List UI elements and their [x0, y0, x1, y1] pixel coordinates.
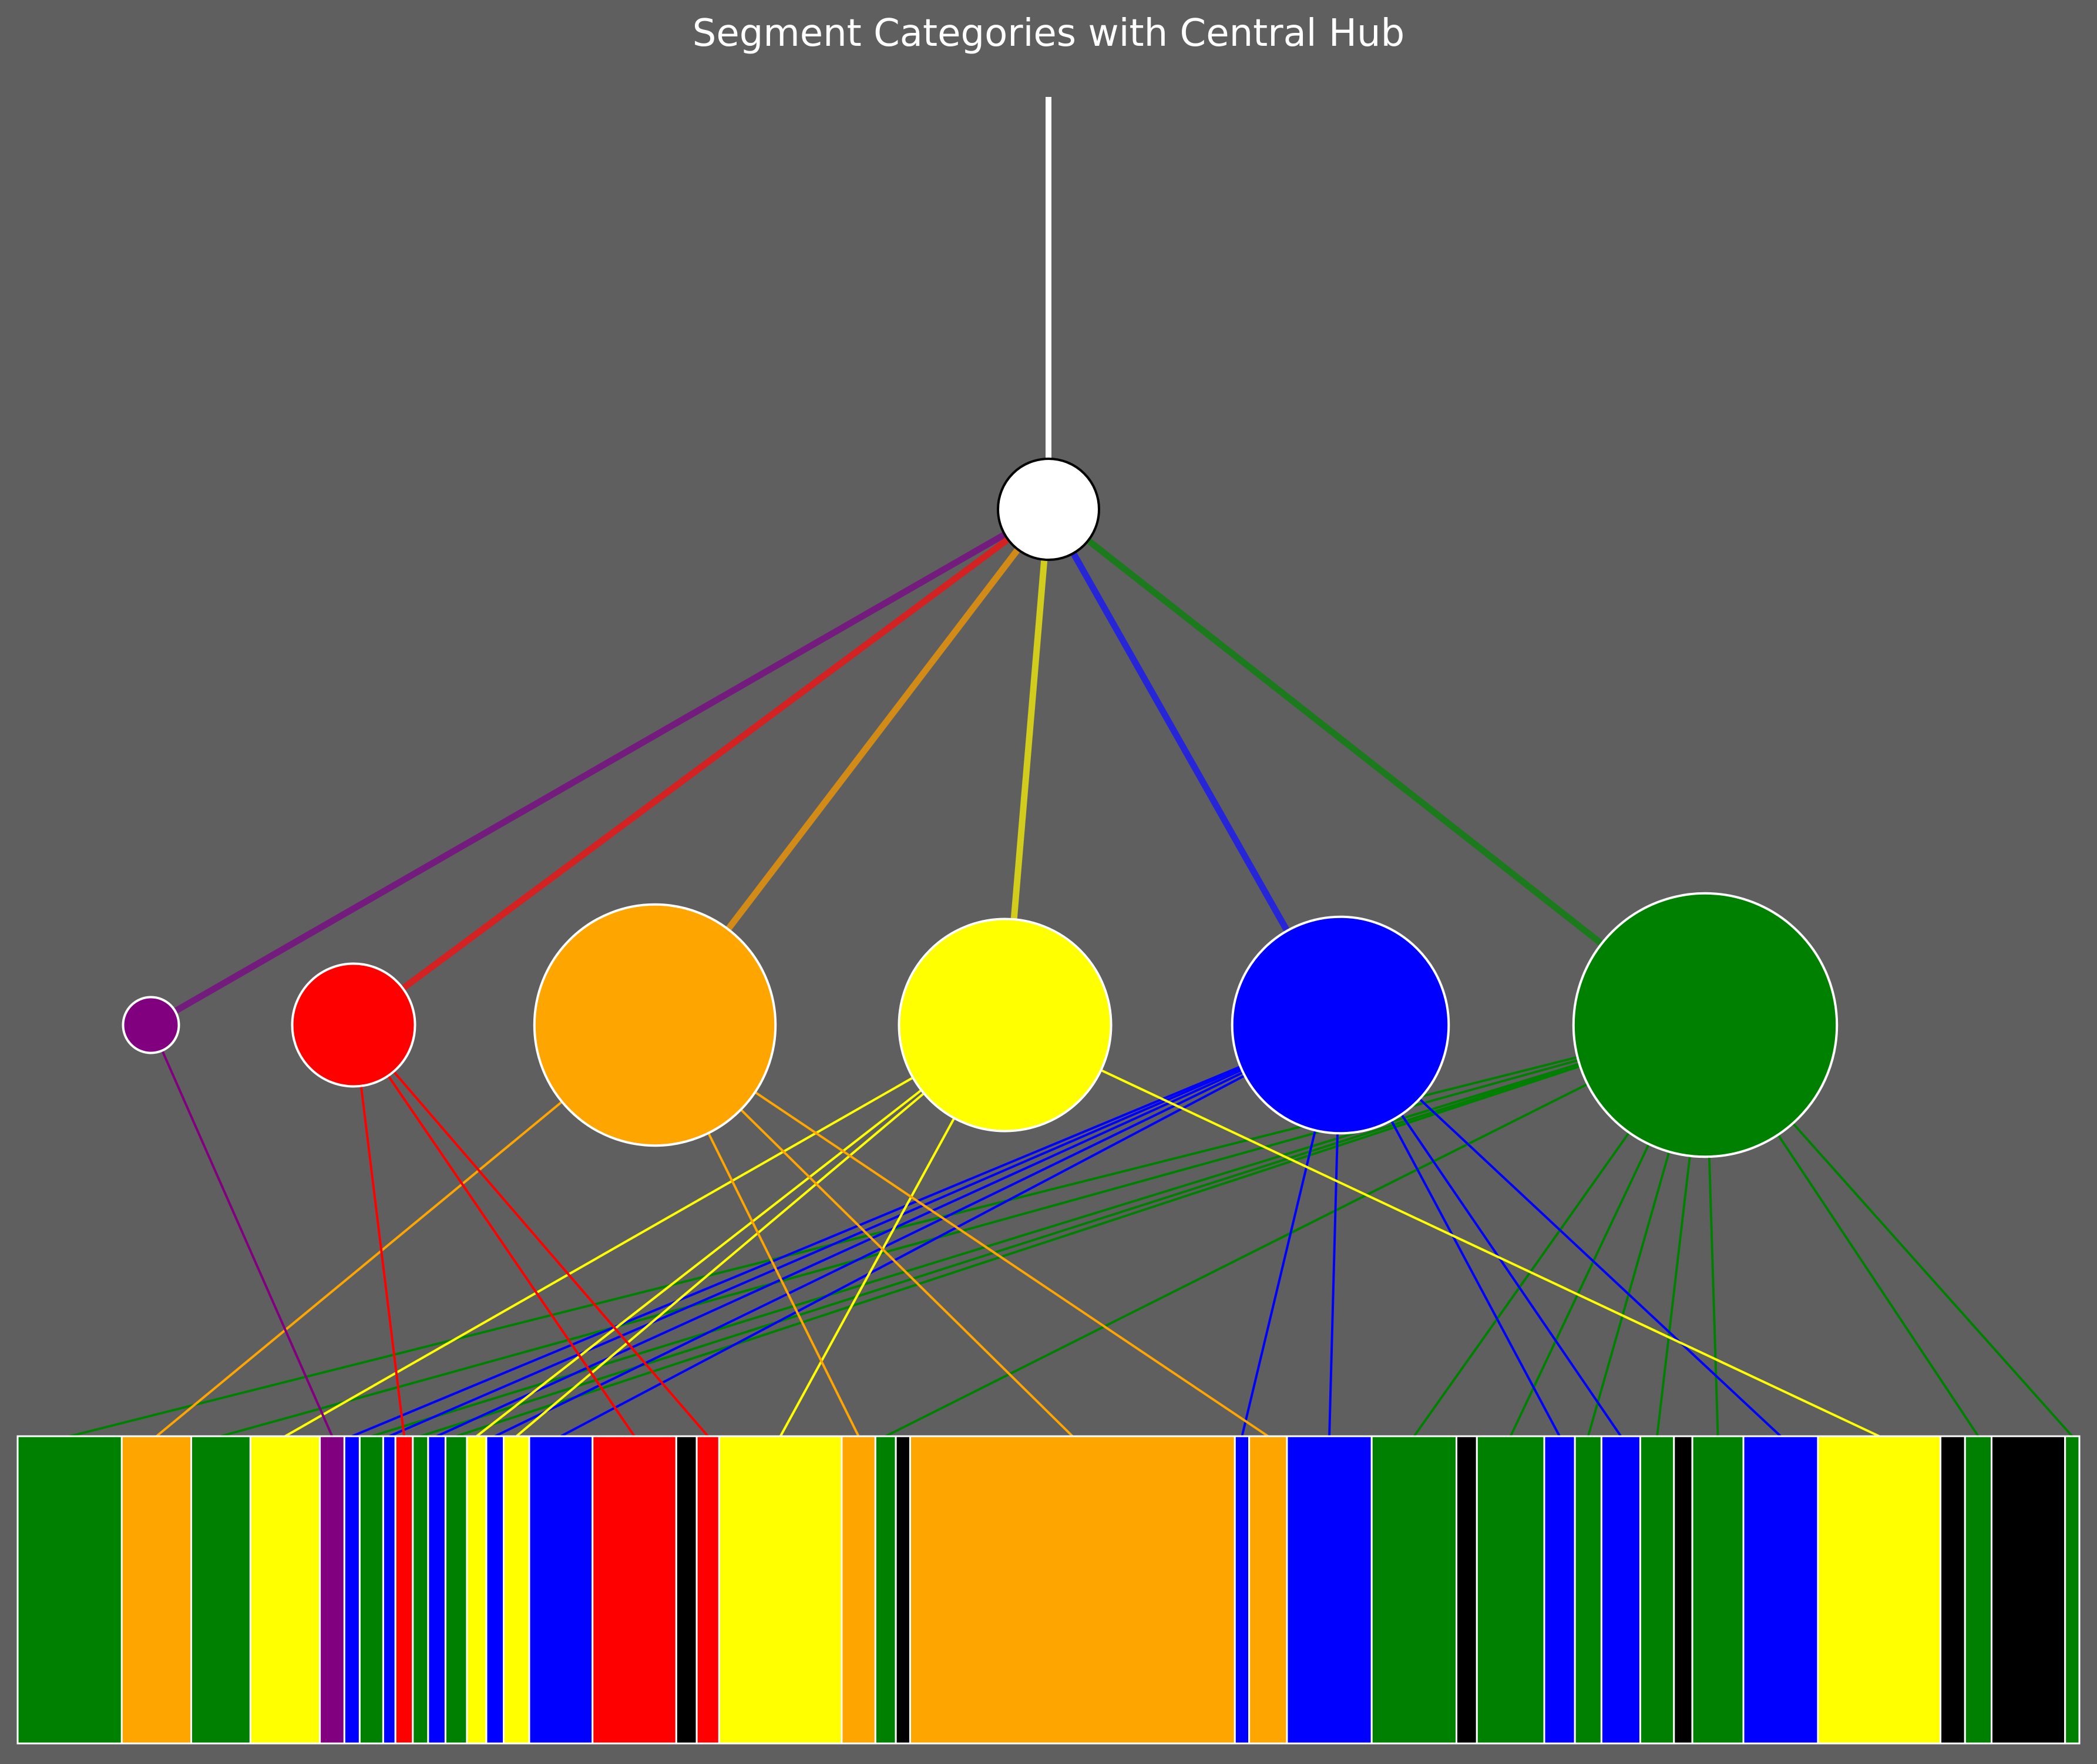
hub-edges: [173, 532, 1604, 1014]
segment-green: [1370, 1435, 1458, 1745]
segment-yellow: [1817, 1435, 1942, 1745]
edge-blue-to-segment: [389, 1067, 1242, 1437]
hub-edge-green: [1086, 537, 1604, 946]
segment-blue: [427, 1435, 446, 1745]
hub: [997, 97, 1100, 561]
category-nodes: [122, 892, 1839, 1158]
edge-green-to-segment: [456, 1065, 1581, 1437]
segment-green: [1476, 1435, 1545, 1745]
hub-edge-red: [401, 536, 1010, 992]
segment-black: [1456, 1435, 1478, 1745]
segment-green: [2064, 1435, 2081, 1745]
segment-yellow: [466, 1435, 488, 1745]
edge-red-to-segment: [387, 1075, 636, 1437]
edge-green-to-segment: [885, 1083, 1588, 1437]
edge-yellow-to-segment: [476, 1089, 922, 1437]
category-node-green: [1572, 892, 1839, 1158]
edge-orange-to-segment: [707, 1133, 860, 1437]
segment-orange: [120, 1435, 193, 1745]
edge-orange-to-segment: [740, 1108, 1074, 1437]
edge-blue-to-segment: [560, 1074, 1245, 1437]
segment-bar: [16, 1435, 2081, 1745]
segment-green: [1639, 1435, 1675, 1745]
edge-blue-to-segment: [351, 1065, 1241, 1437]
edge-blue-to-segment: [1328, 1133, 1339, 1437]
edge-yellow-to-segment: [779, 1117, 956, 1437]
segment-green: [16, 1435, 123, 1745]
segment-green: [874, 1435, 897, 1745]
segment-orange: [1248, 1435, 1288, 1745]
segment-blue: [1286, 1435, 1373, 1745]
segment-black: [895, 1435, 911, 1745]
segment-blue: [1543, 1435, 1576, 1745]
edge-blue-to-segment: [1390, 1120, 1561, 1437]
segment-blue: [528, 1435, 594, 1745]
segment-orange: [909, 1435, 1236, 1745]
edge-yellow-to-segment: [515, 1092, 925, 1437]
hub-edge-yellow: [1010, 559, 1048, 920]
segment-black: [1673, 1435, 1693, 1745]
category-node-blue: [1231, 915, 1450, 1135]
category-node-orange: [533, 903, 777, 1147]
edge-orange-to-segment: [754, 1091, 1269, 1437]
edge-orange-to-segment: [156, 1101, 563, 1437]
segment-green: [1691, 1435, 1745, 1745]
segment-black: [675, 1435, 698, 1745]
segment-blue: [1742, 1435, 1819, 1745]
edge-red-to-segment: [392, 1070, 709, 1437]
hub-edge-purple: [173, 532, 1007, 1014]
segment-red: [592, 1435, 677, 1745]
hub-edge-orange: [725, 547, 1021, 932]
edge-green-to-segment: [420, 1064, 1581, 1437]
edge-yellow-to-segment: [284, 1076, 914, 1437]
segment-blue: [1600, 1435, 1641, 1745]
segment-orange: [841, 1435, 876, 1745]
edge-blue-to-segment: [436, 1069, 1243, 1437]
category-node-red: [291, 962, 416, 1088]
segment-green: [358, 1435, 384, 1745]
edge-blue-to-segment: [1400, 1114, 1622, 1437]
segment-green: [444, 1435, 468, 1745]
segment-yellow: [249, 1435, 321, 1745]
segment-purple: [319, 1435, 345, 1745]
hub-edge-blue: [1070, 552, 1290, 933]
edge-red-to-segment: [359, 1086, 406, 1437]
segment-black: [1940, 1435, 1966, 1745]
edge-green-to-segment: [1656, 1155, 1691, 1437]
hub-node: [997, 458, 1100, 561]
segment-red: [695, 1435, 720, 1745]
edge-green-to-segment: [1792, 1122, 2074, 1437]
segment-green: [1574, 1435, 1602, 1745]
edge-blue-to-segment: [494, 1071, 1244, 1437]
segment-black: [1990, 1435, 2066, 1745]
segment-green: [190, 1435, 251, 1745]
segment-green: [1964, 1435, 1992, 1745]
segment-yellow: [503, 1435, 530, 1745]
edge-yellow-to-segment: [1100, 1069, 1880, 1437]
segment-blue: [1234, 1435, 1251, 1745]
segment-blue: [485, 1435, 505, 1745]
edge-purple-to-segment: [161, 1050, 334, 1437]
edge-green-to-segment: [1413, 1131, 1631, 1437]
segment-yellow: [718, 1435, 843, 1745]
diagram-title: Segment Categories with Central Hub: [693, 12, 1404, 55]
edge-green-to-segment: [1777, 1134, 1980, 1437]
edge-blue-to-segment: [1241, 1130, 1317, 1437]
segment-blue: [382, 1435, 396, 1745]
edge-green-to-segment: [1708, 1157, 1719, 1437]
segment-blue: [343, 1435, 361, 1745]
edge-blue-to-segment: [1419, 1098, 1782, 1437]
segment-red: [394, 1435, 414, 1745]
category-node-yellow: [898, 918, 1113, 1133]
category-node-purple: [122, 996, 180, 1054]
segment-green: [412, 1435, 429, 1745]
